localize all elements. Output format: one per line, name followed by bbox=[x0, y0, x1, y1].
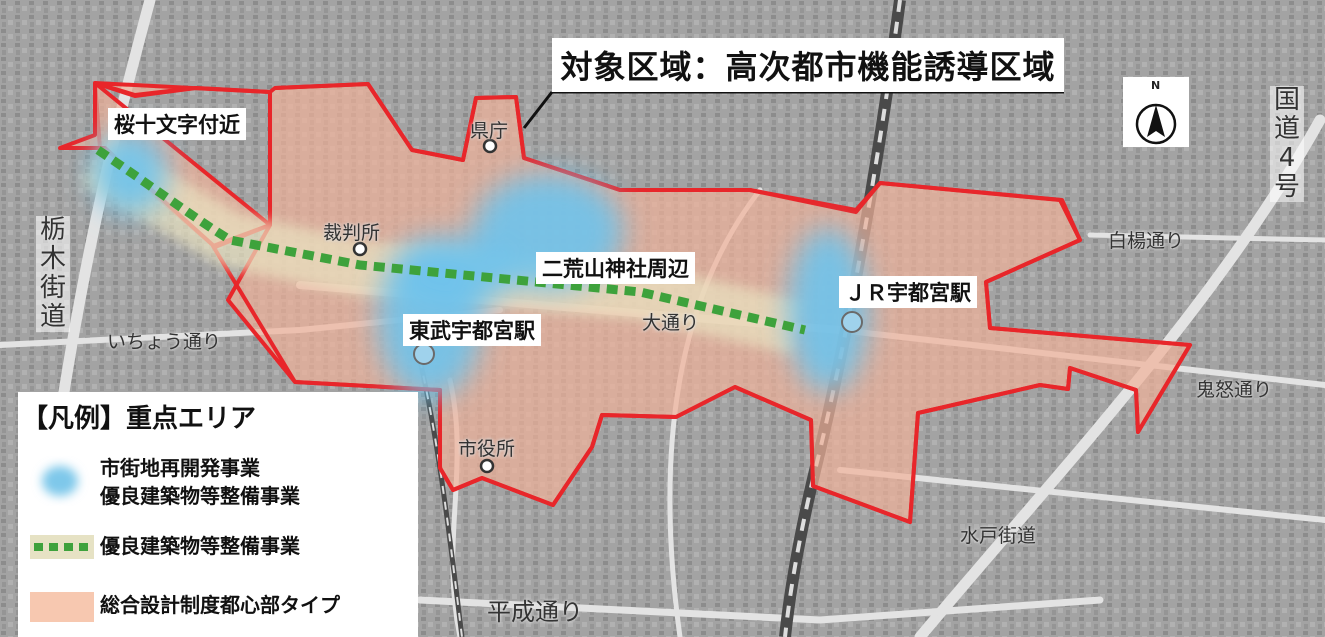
legend-item-improvement: 優良建築物等整備事業 bbox=[18, 528, 418, 568]
road-label-kokudo-4: 国 道 4 号 bbox=[1270, 86, 1304, 202]
compass-icon bbox=[1123, 77, 1189, 147]
road-label-hakuyo: 白楊通り bbox=[1108, 230, 1185, 252]
road-label-odori: 大通り bbox=[642, 312, 700, 334]
legend-title: 【凡例】重点エリア bbox=[22, 404, 257, 434]
target-area-outline bbox=[94, 81, 1192, 524]
saibansho-marker bbox=[352, 241, 368, 257]
jr-station-marker bbox=[841, 311, 863, 333]
legend-text-comprehensive-design: 総合設計制度都心部タイプ bbox=[100, 593, 340, 617]
kencho-marker bbox=[482, 138, 498, 154]
label-tobu-station: 東武宇都宮駅 bbox=[403, 314, 541, 346]
map-title: 対象区域：高次都市機能誘導区域 bbox=[552, 38, 1064, 92]
road-label-kinu: 鬼怒通り bbox=[1196, 379, 1273, 401]
legend-text-redevelopment-1: 市街地再開発事業 bbox=[100, 456, 260, 480]
shiyakusho-marker bbox=[479, 458, 495, 474]
label-kencho: 県庁 bbox=[470, 120, 509, 142]
road-label-mito: 水戸街道 bbox=[960, 525, 1037, 547]
title-leader-line bbox=[522, 91, 554, 129]
legend-item-redevelopment: 市街地再開発事業 優良建築物等整備事業 bbox=[18, 452, 418, 512]
blue-zone-swatch bbox=[42, 466, 78, 496]
legend-text-redevelopment-2: 優良建築物等整備事業 bbox=[100, 484, 300, 508]
road-label-tochigi-kaido: 栃 木 街 道 bbox=[36, 216, 70, 332]
label-futarasan: 二荒山神社周辺 bbox=[536, 252, 695, 284]
pink-area-swatch bbox=[30, 592, 94, 622]
legend-text-improvement: 優良建築物等整備事業 bbox=[100, 534, 300, 558]
improvement-route bbox=[95, 146, 807, 335]
compass-north-label: N bbox=[1151, 79, 1161, 92]
label-jr-station: ＪＲ宇都宮駅 bbox=[839, 276, 977, 308]
label-sakura-jumonji: 桜十文字付近 bbox=[108, 108, 246, 140]
road-label-heisei: 平成通り bbox=[487, 598, 583, 626]
legend-item-comprehensive-design: 総合設計制度都心部タイプ bbox=[18, 588, 418, 628]
green-dots-swatch bbox=[30, 535, 94, 559]
road-label-icho: いちょう通り bbox=[107, 331, 222, 353]
tobu-station-marker bbox=[413, 343, 435, 365]
label-shiyakusho: 市役所 bbox=[458, 438, 516, 460]
label-saibansho: 裁判所 bbox=[323, 222, 381, 244]
legend: 【凡例】重点エリア 市街地再開発事業 優良建築物等整備事業 優良建築物等整備事業… bbox=[18, 392, 418, 637]
